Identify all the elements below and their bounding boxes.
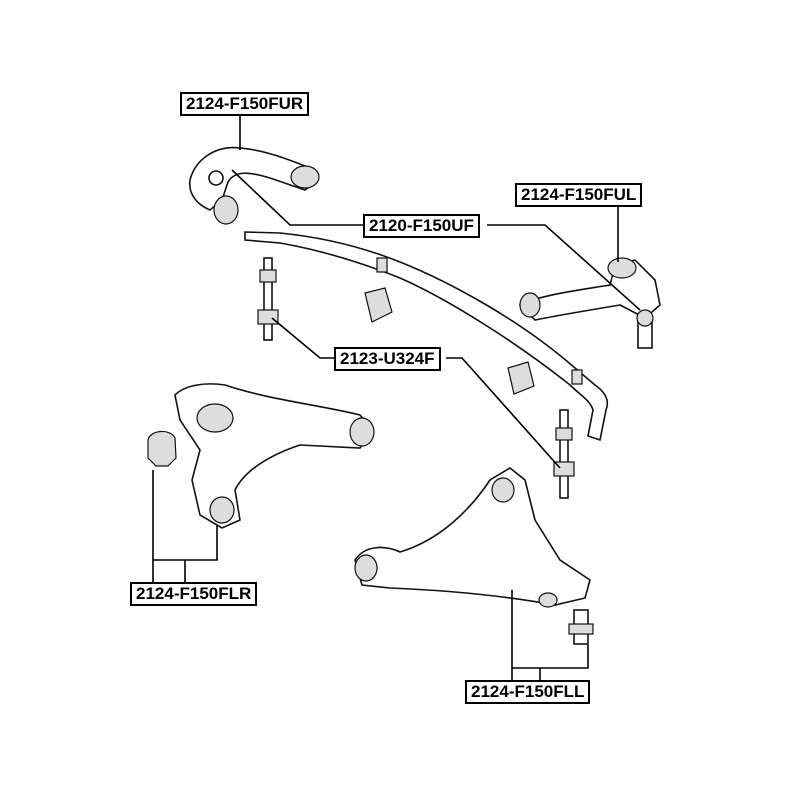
- lower-left-control-arm: [354, 467, 594, 645]
- stabilizer-link-right: [553, 409, 575, 499]
- leader-lines: [152, 114, 641, 680]
- upper-left-control-arm: [518, 257, 661, 349]
- stabilizer-bar: [244, 231, 609, 442]
- upper-right-control-arm: [188, 146, 320, 225]
- label-upper-left-control-arm[interactable]: 2124-F150FUL: [515, 183, 643, 207]
- label-stabilizer-bar[interactable]: 2120-F150UF: [363, 214, 480, 238]
- stabilizer-link-left: [257, 257, 279, 341]
- lower-right-control-arm: [147, 383, 375, 529]
- label-upper-right-control-arm[interactable]: 2124-F150FUR: [180, 92, 310, 116]
- label-lower-right-control-arm[interactable]: 2124-F150FLR: [130, 582, 258, 606]
- label-stabilizer-link[interactable]: 2123-U324F: [334, 347, 441, 371]
- label-lower-left-control-arm[interactable]: 2124-F150FLL: [465, 680, 591, 704]
